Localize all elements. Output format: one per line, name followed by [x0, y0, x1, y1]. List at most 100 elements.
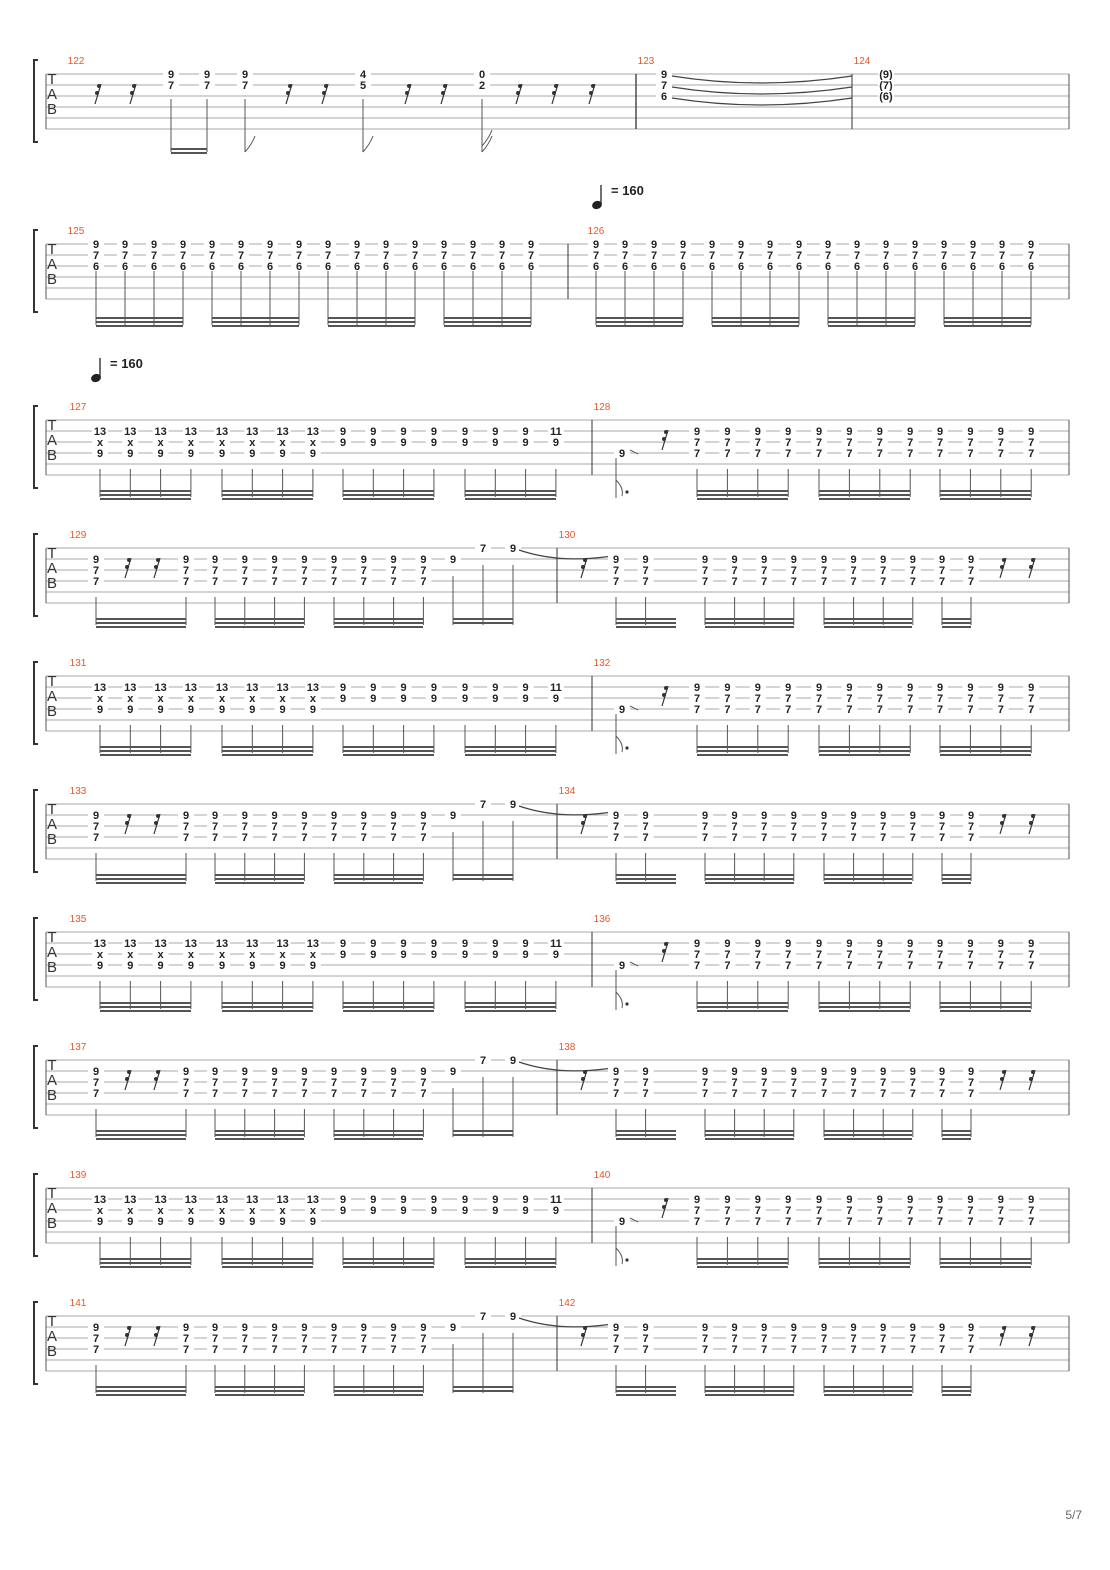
fret-bg [689, 1194, 705, 1204]
note-chord: 977 [992, 682, 1009, 716]
fret-number: 7 [613, 821, 619, 833]
fret-number: 9 [361, 1322, 367, 1334]
fret-number: 9 [702, 1322, 708, 1334]
fret-number: 9 [412, 239, 418, 251]
fret-number: 9 [877, 426, 883, 438]
note-chord: 99 [457, 1194, 473, 1217]
fret-number: 7 [907, 437, 913, 449]
fret-bg [932, 938, 948, 948]
fret-bg [152, 1205, 169, 1215]
fret-bg [697, 554, 713, 564]
beam [343, 498, 434, 500]
fret-bg [656, 80, 672, 90]
fret-number: 7 [238, 250, 244, 262]
beam [96, 874, 186, 876]
fret-bg [236, 565, 253, 575]
fret-bg [816, 1333, 832, 1343]
tab-clef-letter: A [47, 1200, 57, 1217]
beam [453, 874, 513, 876]
fret-number: (7) [879, 80, 893, 92]
fret-bg [385, 1333, 402, 1343]
tab-clef-letter: A [47, 688, 57, 705]
fret-bg [994, 250, 1010, 260]
fret-bg [588, 261, 604, 271]
fret-number: 7 [613, 832, 619, 844]
fret-number: x [219, 949, 226, 961]
tab-clef-letter: A [47, 432, 57, 449]
fret-bg [296, 1066, 313, 1076]
fret-number: 9 [880, 1322, 886, 1334]
beam [453, 622, 513, 624]
fret-bg [965, 250, 981, 260]
fret-number: 7 [242, 80, 248, 92]
fret-bg [689, 1216, 705, 1226]
fret-bg [962, 426, 979, 436]
fret-number: 9 [280, 960, 286, 972]
note-chord: 99 [335, 426, 351, 449]
fret-bg [875, 1088, 892, 1098]
fret-bg [614, 704, 630, 714]
fret-number: 7 [846, 437, 852, 449]
bar-number: 132 [594, 658, 611, 669]
note-chord: 977 [178, 554, 194, 588]
beam [328, 325, 415, 327]
beam [944, 321, 1031, 323]
fret-number: 9 [709, 239, 715, 251]
beam [215, 1130, 304, 1132]
fret-number: 9 [510, 543, 516, 555]
fret-number: 7 [967, 949, 973, 961]
beam [942, 878, 971, 880]
beam [705, 878, 794, 880]
fret-number: 9 [391, 1322, 397, 1334]
beam [222, 750, 313, 752]
fret-number: 7 [791, 821, 797, 833]
fret-number: 7 [1028, 693, 1034, 705]
fret-number: 7 [937, 1216, 943, 1228]
fret-bg [505, 799, 521, 809]
fret-bg [122, 448, 139, 458]
fret-number: 9 [492, 1194, 498, 1206]
fret-number: 9 [613, 810, 619, 822]
fret-number: 9 [738, 239, 744, 251]
fret-bg [932, 704, 948, 714]
fret-bg [963, 810, 979, 820]
tempo-marking: = 160 [592, 183, 644, 210]
fret-number: 9 [401, 682, 407, 694]
fret-bg [304, 1194, 321, 1204]
fret-bg [841, 426, 858, 436]
fret-bg [756, 576, 773, 586]
fret-number: 7 [968, 1333, 974, 1345]
fret-bg [875, 554, 892, 564]
fret-bg [845, 1333, 862, 1343]
fret-bg [415, 554, 432, 564]
fret-bg [934, 1344, 950, 1354]
fret-bg [936, 261, 952, 271]
beam [96, 1394, 186, 1396]
fret-bg [902, 693, 919, 703]
fret-bg [992, 938, 1009, 948]
fret-bg [266, 1088, 283, 1098]
note-chord: 977 [178, 810, 194, 844]
beam [96, 1130, 186, 1132]
fret-number: 7 [724, 1216, 730, 1228]
note-chord: 977 [296, 810, 313, 844]
fret-bg [1023, 682, 1040, 692]
fret-number: 13 [124, 426, 136, 438]
fret-bg [326, 1088, 342, 1098]
fret-bg [236, 554, 253, 564]
note-chord: 976 [349, 239, 365, 273]
fret-number: 7 [846, 1205, 852, 1217]
fret-number: 7 [998, 704, 1004, 716]
sixteenth-rest [661, 429, 669, 451]
fret-bg [152, 949, 169, 959]
fret-number: 9 [998, 682, 1004, 694]
note-chord: 977 [608, 1322, 624, 1356]
fret-number: 7 [785, 960, 791, 972]
fret-bg [274, 1194, 291, 1204]
beam [697, 1258, 788, 1260]
fret-bg [517, 1205, 534, 1215]
